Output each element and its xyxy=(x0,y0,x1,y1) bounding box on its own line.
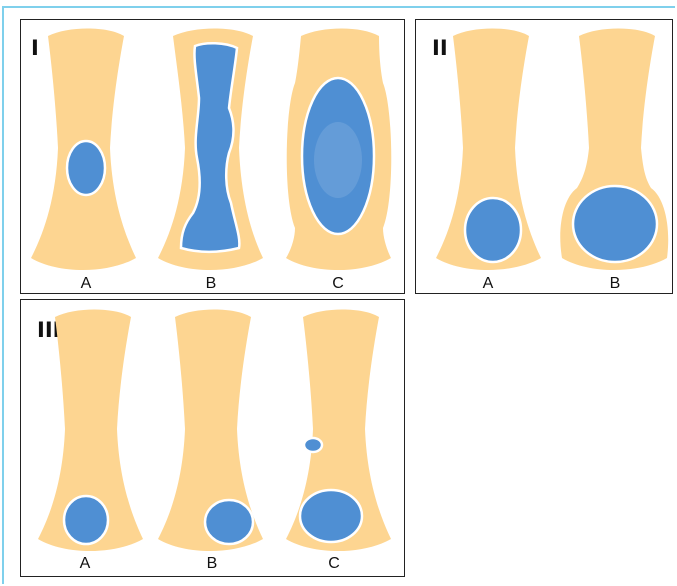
bone-i-c-lesion-highlight xyxy=(314,122,362,198)
panel-i: I A B C xyxy=(20,19,405,294)
bone-i-c xyxy=(283,28,395,273)
bone-ii-a-label: A xyxy=(473,276,503,292)
bone-iii-c-skip-lesion xyxy=(304,438,322,452)
bone-i-a-lesion xyxy=(67,141,105,195)
panel-ii: II A B xyxy=(415,19,673,294)
bone-i-a-label: A xyxy=(71,276,101,292)
bone-ii-b-lesion xyxy=(573,186,657,262)
bone-ii-a-lesion xyxy=(465,198,521,262)
bone-iii-a xyxy=(35,309,147,554)
bone-i-a xyxy=(28,28,140,273)
bone-iii-c xyxy=(283,309,395,554)
bone-iii-b-lesion xyxy=(205,500,253,544)
panel-iii: III A B C xyxy=(20,299,405,577)
bone-ii-a xyxy=(433,28,545,273)
bone-iii-a-label: A xyxy=(70,556,100,572)
bone-iii-b xyxy=(155,309,267,554)
bone-iii-a-lesion xyxy=(64,496,108,544)
bone-iii-c-lesion xyxy=(300,490,362,542)
bone-iii-c-label: C xyxy=(319,556,349,572)
bone-ii-b xyxy=(559,28,671,273)
bone-i-b-label: B xyxy=(196,276,226,292)
bone-ii-b-label: B xyxy=(600,276,630,292)
bone-i-b xyxy=(155,28,267,273)
bone-i-c-label: C xyxy=(323,276,353,292)
bone-iii-b-label: B xyxy=(197,556,227,572)
